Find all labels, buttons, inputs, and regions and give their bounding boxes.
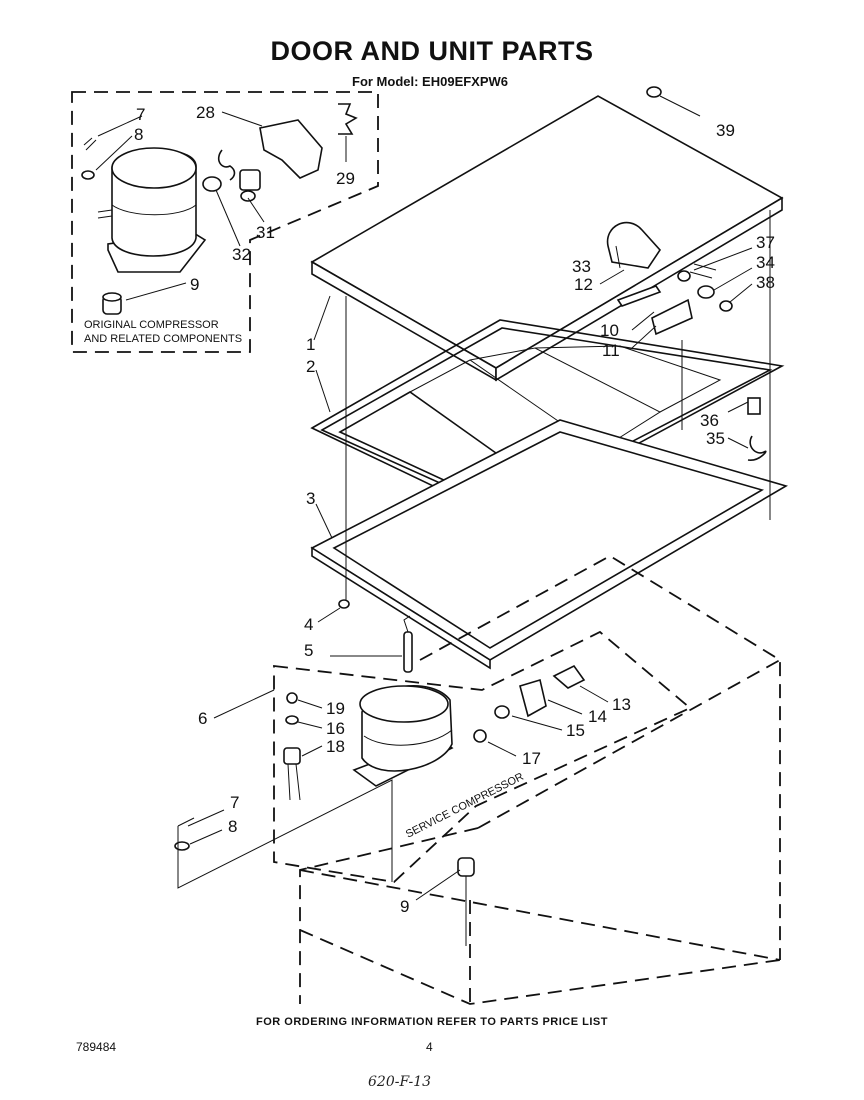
callout-9: 9 bbox=[400, 897, 409, 916]
lower-washer bbox=[174, 841, 190, 851]
service-compressor bbox=[352, 685, 454, 787]
relay bbox=[239, 169, 261, 202]
service-compressor-label: SERVICE COMPRESSOR bbox=[404, 771, 526, 841]
document-number: 789484 bbox=[76, 1040, 117, 1054]
relay-cover bbox=[259, 119, 323, 179]
page-number: 4 bbox=[426, 1040, 433, 1054]
callout-35: 35 bbox=[706, 429, 725, 448]
callout-8-inset: 8 bbox=[134, 125, 143, 144]
callout-10: 10 bbox=[600, 321, 619, 340]
callout-4: 4 bbox=[304, 615, 313, 634]
service-relay bbox=[519, 678, 547, 718]
callout-36: 36 bbox=[700, 411, 719, 430]
lock-plate bbox=[651, 298, 693, 336]
callout-17: 17 bbox=[522, 749, 541, 768]
breaker-strip-frame bbox=[310, 419, 789, 670]
callout-labels: 7 8 9 28 29 31 32 39 37 34 38 33 12 10 1… bbox=[134, 103, 775, 916]
page-title: DOOR AND UNIT PARTS bbox=[270, 36, 594, 66]
callout-11: 11 bbox=[602, 341, 620, 360]
cabinet-outline bbox=[299, 554, 781, 1005]
callout-9-inset: 9 bbox=[190, 275, 199, 294]
service-grommet bbox=[473, 729, 487, 743]
inset-washer bbox=[81, 170, 95, 180]
callout-6: 6 bbox=[198, 709, 207, 728]
callout-2: 2 bbox=[306, 357, 315, 376]
spring-clip bbox=[338, 103, 358, 135]
callout-7: 7 bbox=[230, 793, 239, 812]
callout-34: 34 bbox=[756, 253, 775, 272]
callout-7-inset: 7 bbox=[136, 105, 145, 124]
frame-screw bbox=[338, 599, 350, 609]
gasket-retainer bbox=[747, 397, 761, 415]
callout-28: 28 bbox=[196, 103, 215, 122]
handwritten-note: 620-F-13 bbox=[368, 1074, 432, 1090]
callout-12: 12 bbox=[574, 275, 593, 294]
callout-16: 16 bbox=[326, 719, 345, 738]
callout-3: 3 bbox=[306, 489, 315, 508]
lower-clip bbox=[177, 817, 195, 827]
inset-boundary bbox=[71, 91, 379, 353]
inset-label-line1: ORIGINAL COMPRESSOR bbox=[84, 319, 219, 331]
lower-grommet bbox=[457, 857, 475, 946]
overload-protector bbox=[202, 149, 236, 192]
service-washer bbox=[285, 715, 299, 725]
ordering-note: FOR ORDERING INFORMATION REFER TO PARTS … bbox=[256, 1016, 608, 1028]
leader-lines bbox=[95, 95, 753, 901]
inset-grommet bbox=[102, 292, 122, 315]
service-boundary bbox=[273, 630, 692, 883]
callout-39: 39 bbox=[716, 121, 735, 140]
drier bbox=[403, 615, 413, 673]
callout-31: 31 bbox=[256, 223, 275, 242]
service-cap bbox=[286, 692, 298, 704]
callout-14: 14 bbox=[588, 707, 607, 726]
door-lid bbox=[310, 95, 784, 382]
hinge-washer bbox=[677, 270, 691, 282]
model-subtitle: For Model: EH09EFXPW6 bbox=[352, 74, 509, 89]
callout-38: 38 bbox=[756, 273, 775, 292]
callout-29: 29 bbox=[336, 169, 355, 188]
original-compressor bbox=[97, 147, 207, 273]
capacitor bbox=[283, 747, 301, 801]
guide-line bbox=[345, 210, 771, 600]
lock-strip bbox=[616, 285, 662, 307]
inset-label-line2: AND RELATED COMPONENTS bbox=[84, 333, 242, 345]
gasket-clip bbox=[747, 435, 767, 461]
hinge bbox=[606, 221, 662, 269]
lower-guide bbox=[177, 779, 393, 889]
callout-1: 1 bbox=[306, 335, 315, 354]
callout-8: 8 bbox=[228, 817, 237, 836]
callout-18: 18 bbox=[326, 737, 345, 756]
service-overload bbox=[494, 705, 510, 719]
hinge-nut bbox=[719, 300, 733, 312]
hinge-pin bbox=[689, 263, 717, 279]
callout-15: 15 bbox=[566, 721, 585, 740]
callout-13: 13 bbox=[612, 695, 631, 714]
callout-37: 37 bbox=[756, 233, 775, 252]
callout-19: 19 bbox=[326, 699, 345, 718]
inset-clip bbox=[83, 137, 97, 151]
callout-5: 5 bbox=[304, 641, 313, 660]
hinge-spacer bbox=[697, 285, 715, 299]
callout-33: 33 bbox=[572, 257, 591, 276]
door-bumper bbox=[646, 86, 662, 98]
callout-32: 32 bbox=[232, 245, 251, 264]
service-relay-clip bbox=[552, 664, 586, 689]
